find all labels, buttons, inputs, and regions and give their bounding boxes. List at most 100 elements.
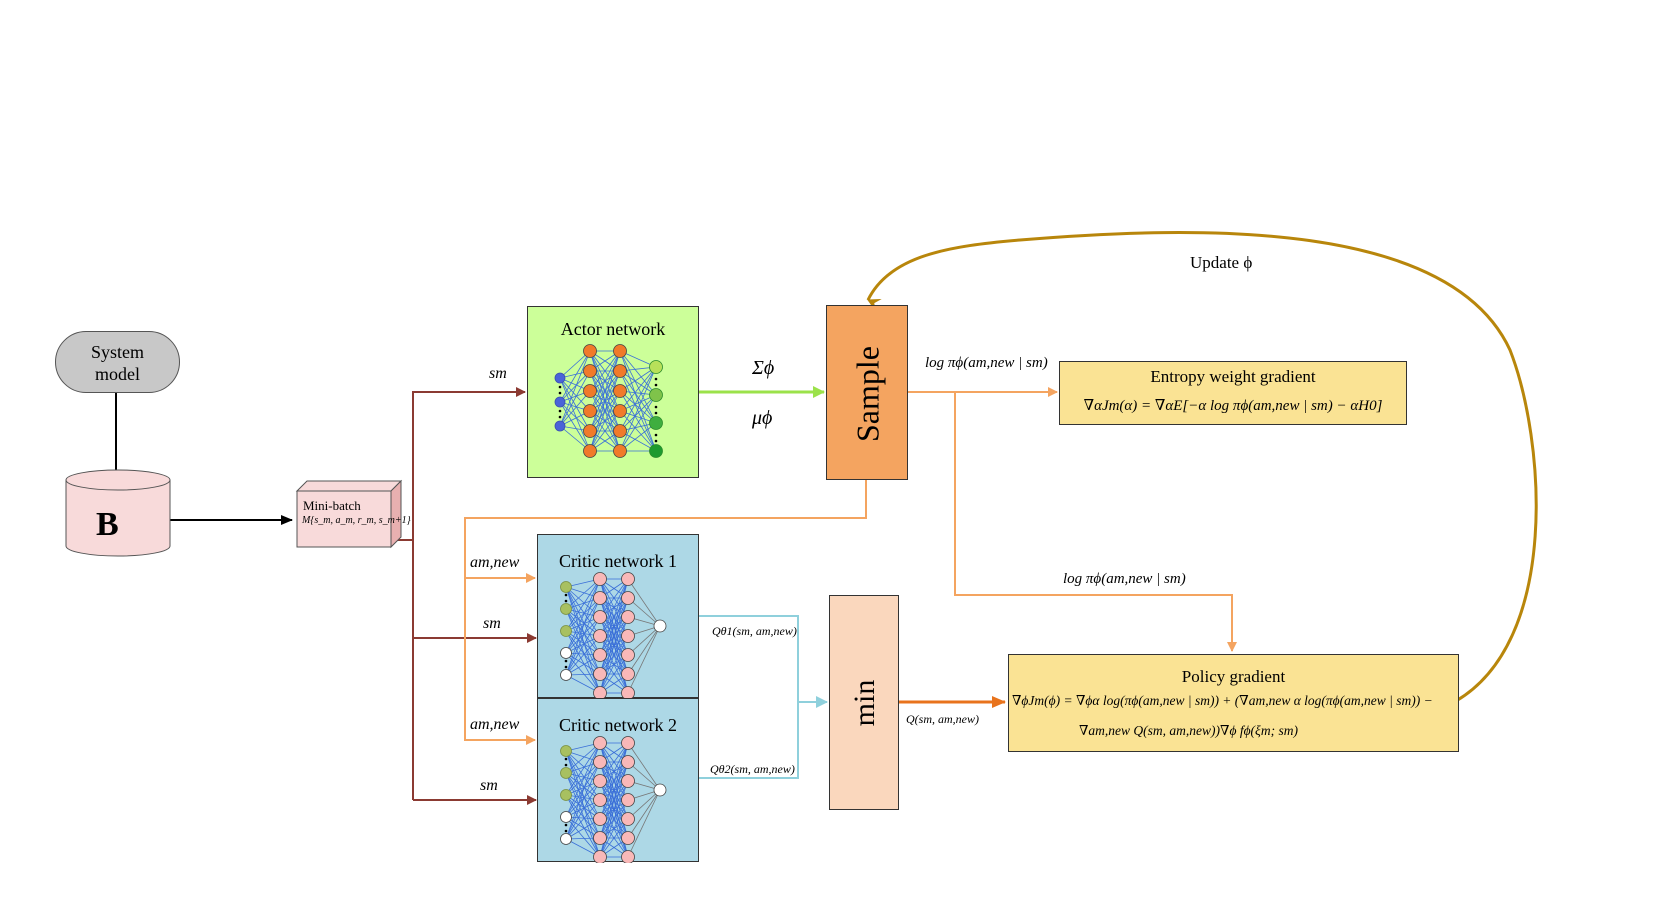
net-connection — [619, 366, 657, 432]
net-node — [621, 774, 635, 788]
net-node — [621, 793, 635, 807]
update-phi-loop — [866, 231, 1538, 703]
actor-neural-net — [554, 344, 663, 458]
net-connection — [559, 350, 591, 427]
entropy-gradient-title: Entropy weight gradient — [1150, 367, 1316, 386]
net-node — [613, 364, 627, 378]
net-connection — [599, 742, 629, 782]
net-connection — [589, 350, 621, 412]
net-ellipsis-dot — [564, 763, 568, 767]
log-pi-label-top: log πϕ(am,new | sm) — [925, 355, 1048, 371]
net-connection — [619, 366, 657, 412]
net-connection — [627, 597, 661, 627]
net-node — [554, 396, 566, 408]
net-connection — [619, 350, 657, 396]
net-connection — [599, 578, 629, 637]
sample-label: Sample — [849, 346, 886, 442]
critic-2-neural-net — [560, 736, 667, 863]
critic-network-2-box: Critic network 2 — [537, 698, 699, 863]
net-connection — [627, 789, 661, 839]
net-connection — [589, 350, 621, 432]
net-connection — [565, 761, 601, 840]
net-connection — [565, 635, 601, 676]
policy-gradient-box: Policy gradient ∇ϕJm(ϕ) = ∇ϕα log(πϕ(am,… — [1008, 654, 1459, 752]
actor-network-title: Actor network — [560, 319, 666, 339]
net-connection — [565, 630, 601, 675]
net-connection — [619, 370, 657, 396]
net-connection — [565, 608, 601, 637]
net-connection — [619, 366, 657, 452]
net-connection — [559, 377, 591, 452]
net-node — [593, 831, 607, 845]
net-node — [649, 444, 663, 458]
system-model-label-2: model — [95, 364, 140, 384]
net-connection — [565, 616, 601, 676]
net-node — [583, 364, 597, 378]
net-connection — [619, 350, 657, 424]
net-node — [560, 833, 572, 845]
net-connection — [599, 616, 629, 694]
net-connection — [589, 410, 621, 452]
net-connection — [627, 789, 661, 820]
net-node — [621, 812, 635, 826]
net-connection — [565, 597, 601, 632]
net-connection — [627, 789, 661, 858]
minibatch-title: Mini-batch — [303, 498, 361, 513]
net-connection — [619, 390, 657, 452]
net-connection — [565, 794, 601, 839]
net-ellipsis-dot — [558, 415, 562, 419]
net-connection — [627, 625, 661, 675]
net-connection — [559, 350, 591, 403]
net-node — [613, 344, 627, 358]
net-node — [613, 444, 627, 458]
policy-gradient-formula-line-2: ∇am,new Q(sm, am,new))∇ϕ fϕ(ξm; sm) — [1079, 723, 1298, 738]
net-connection — [627, 578, 661, 627]
net-node — [593, 591, 607, 605]
net-connection — [565, 761, 601, 796]
entropy-gradient-box: Entropy weight gradient ∇αJm(α) = ∇αE[−α… — [1059, 361, 1407, 425]
net-ellipsis-dot — [654, 411, 658, 415]
net-connection — [565, 608, 601, 675]
net-ellipsis-dot — [564, 665, 568, 669]
net-connection — [619, 390, 657, 424]
net-connection — [619, 394, 657, 452]
state-label-critic2: sm — [480, 777, 498, 794]
policy-gradient-formula-line-1: ∇ϕJm(ϕ) = ∇ϕα log(πϕ(am,new | sm)) + (∇a… — [1012, 693, 1433, 708]
action-to-critic2-arrow — [464, 578, 536, 745]
net-connection — [619, 370, 657, 452]
sigma-label: Σϕ — [752, 357, 775, 379]
policy-gradient-title: Policy gradient — [1181, 667, 1286, 686]
net-connection — [599, 742, 629, 820]
net-node — [621, 755, 635, 769]
actor-network-box: Actor network — [527, 306, 699, 478]
net-node — [593, 774, 607, 788]
net-node — [649, 388, 663, 402]
net-ellipsis-dot — [654, 383, 658, 387]
net-node — [621, 629, 635, 643]
net-node — [593, 610, 607, 624]
net-node — [593, 812, 607, 826]
net-connection — [565, 742, 601, 796]
sample-box: Sample — [826, 305, 908, 480]
net-connection — [565, 794, 601, 820]
net-node — [593, 667, 607, 681]
net-node — [560, 647, 572, 659]
q1-to-min-line — [698, 615, 799, 779]
net-connection — [619, 394, 657, 432]
net-node — [583, 424, 597, 438]
net-node — [593, 755, 607, 769]
net-node — [593, 629, 607, 643]
net-connection — [565, 586, 601, 637]
net-ellipsis-dot — [558, 409, 562, 413]
net-ellipsis-dot — [564, 599, 568, 603]
net-node — [560, 789, 572, 801]
net-node — [613, 384, 627, 398]
mu-label: μϕ — [752, 407, 773, 429]
net-node — [593, 686, 607, 699]
critic-network-2-title: Critic network 2 — [559, 715, 677, 735]
net-connection — [565, 742, 601, 774]
net-connection — [565, 772, 601, 839]
net-connection — [589, 370, 621, 452]
net-connection — [565, 799, 601, 840]
log-pi-label-mid: log πϕ(am,new | sm) — [1063, 571, 1186, 587]
